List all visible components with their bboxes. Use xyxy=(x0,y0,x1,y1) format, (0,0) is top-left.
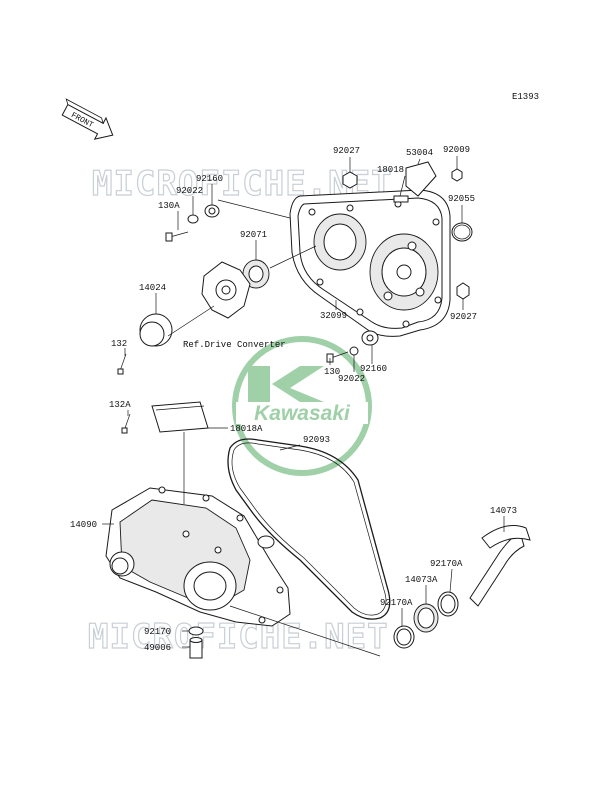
callout-92170: 92170 xyxy=(144,627,171,637)
front-arrow-icon: FRONT xyxy=(61,98,114,140)
callout-14073A: 14073A xyxy=(405,575,438,585)
callout-14024: 14024 xyxy=(139,283,166,293)
cap-14024 xyxy=(139,313,173,347)
callout-14073: 14073 xyxy=(490,506,517,516)
washer-92022-top xyxy=(187,214,199,224)
gasket-92093 xyxy=(227,438,391,620)
ref-drive-converter: Ref.Drive Converter xyxy=(183,340,286,350)
screw-132 xyxy=(117,353,127,375)
callout-132A: 132A xyxy=(109,400,131,410)
diagram-code: E1393 xyxy=(512,92,539,102)
plate-18018A xyxy=(151,401,209,433)
inner-cover-14090 xyxy=(105,486,291,627)
bracket-53004 xyxy=(405,161,437,197)
collar-92160-top xyxy=(204,204,220,218)
callout-130A: 130A xyxy=(158,201,180,211)
callout-18018: 18018 xyxy=(377,165,404,175)
callout-49006: 49006 xyxy=(144,643,171,653)
callout-18018A: 18018A xyxy=(230,424,263,434)
callout-92022-bottom: 92022 xyxy=(338,374,365,384)
leader-lines xyxy=(102,156,505,657)
callout-92170A-left: 92170A xyxy=(380,598,413,608)
callout-92009: 92009 xyxy=(443,145,470,155)
callout-92170A-right: 92170A xyxy=(430,559,463,569)
joint-14073A xyxy=(413,603,439,633)
washer-18018 xyxy=(393,195,409,203)
bolt-92027-right xyxy=(456,282,470,300)
callout-53004: 53004 xyxy=(406,148,433,158)
seal-92071 xyxy=(242,259,270,289)
callout-130: 130 xyxy=(324,367,340,377)
clamp-92170A-right xyxy=(437,591,459,617)
clamp-92170A-left xyxy=(393,625,415,649)
callout-92055: 92055 xyxy=(448,194,475,204)
callout-132: 132 xyxy=(111,339,127,349)
duct-14073 xyxy=(469,525,531,607)
callout-92022-top: 92022 xyxy=(176,186,203,196)
callout-92071: 92071 xyxy=(240,230,267,240)
o-ring-92055 xyxy=(451,222,473,242)
kawasaki-logo: Kawasaki xyxy=(232,336,372,476)
watermark-bottom: MICROFICHE.NET xyxy=(88,617,389,657)
callout-92027-top: 92027 xyxy=(333,146,360,156)
callout-32099: 32099 xyxy=(320,311,347,321)
callout-92093: 92093 xyxy=(303,435,330,445)
bolt-92009 xyxy=(451,168,463,182)
bolt-130A xyxy=(165,231,189,242)
outer-cover-32099 xyxy=(289,189,451,337)
callout-92160-bottom: 92160 xyxy=(360,364,387,374)
washer-92022-bottom xyxy=(349,346,359,356)
fitting-49006 xyxy=(189,637,203,659)
callout-92027-right: 92027 xyxy=(450,312,477,322)
callout-14090: 14090 xyxy=(70,520,97,530)
clamp-92170 xyxy=(188,626,204,636)
kawasaki-logo-text: Kawasaki xyxy=(254,402,351,425)
callout-92160-top: 92160 xyxy=(196,174,223,184)
screw-132A xyxy=(121,413,131,434)
bolt-92027-top xyxy=(342,171,358,189)
drive-converter-ref xyxy=(201,261,251,319)
collar-92160-bottom xyxy=(361,330,379,346)
